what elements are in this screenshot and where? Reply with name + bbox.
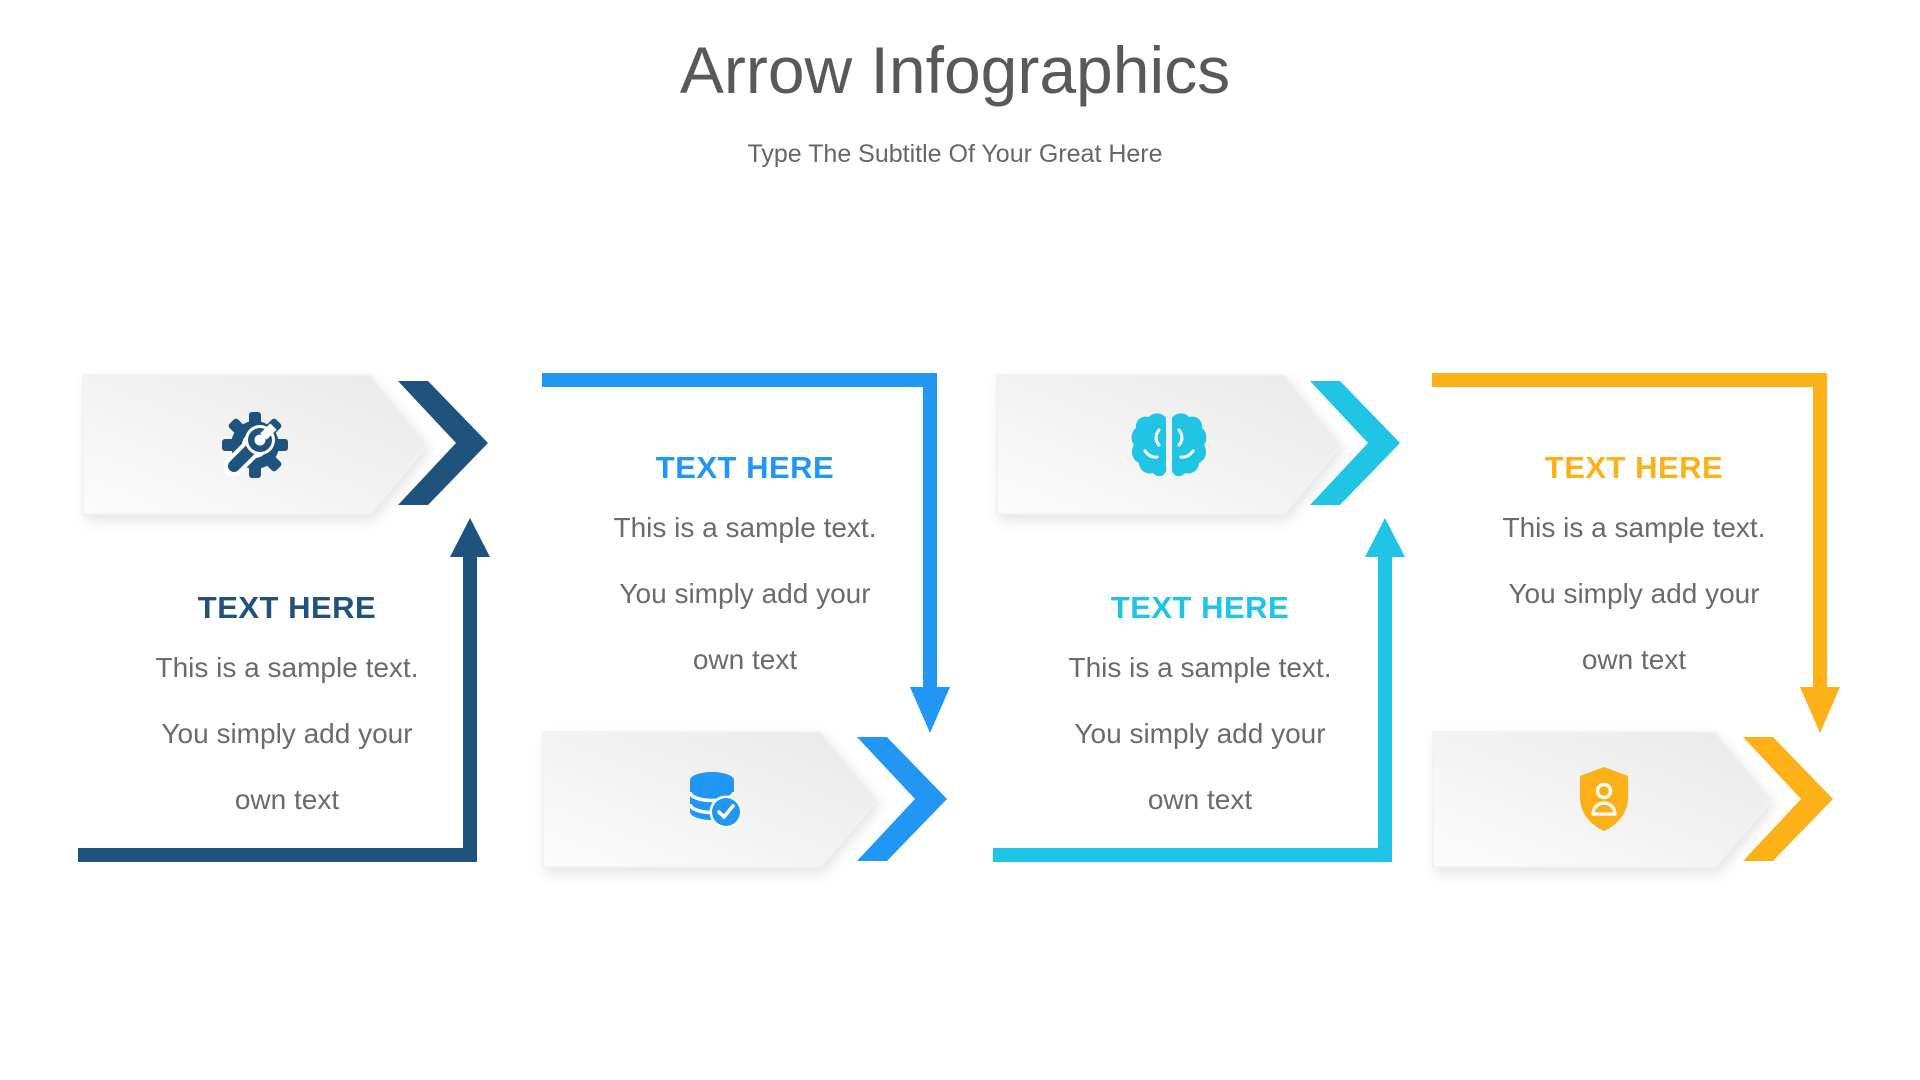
- body-line: You simply add your: [1074, 718, 1326, 749]
- body-line: This is a sample text.: [613, 512, 877, 543]
- chevron-right-icon: [1743, 737, 1833, 861]
- item-3-graphics: [993, 374, 1405, 862]
- page-title: Arrow Infographics: [679, 33, 1231, 107]
- item-4-body: This is a sample text. You simply add yo…: [1503, 495, 1766, 693]
- item-2-graphics: [542, 373, 950, 868]
- connector-line: [1432, 373, 1827, 387]
- connector-line: [78, 848, 477, 862]
- item-1-text-block: TEXT HERE This is a sample text. You sim…: [156, 590, 419, 833]
- body-line: own text: [234, 784, 340, 815]
- connector-line: [993, 848, 1392, 862]
- connector-line: [1378, 553, 1392, 862]
- item-4-text-block: TEXT HERE This is a sample text. You sim…: [1503, 450, 1766, 693]
- item-4-graphics: [1432, 373, 1840, 868]
- arrow-down-icon: [910, 687, 950, 733]
- item-3-text-block: TEXT HERE This is a sample text. You sim…: [1069, 590, 1332, 833]
- connector-line: [542, 373, 937, 387]
- connector-line: [923, 373, 937, 687]
- body-line: You simply add your: [619, 578, 871, 609]
- connector-line: [1813, 373, 1827, 687]
- body-line: You simply add your: [1508, 578, 1760, 609]
- item-2-body: This is a sample text. You simply add yo…: [614, 495, 877, 693]
- body-line: This is a sample text.: [155, 652, 419, 683]
- chevron-right-icon: [398, 381, 488, 505]
- item-3-body: This is a sample text. You simply add yo…: [1069, 635, 1332, 833]
- item-1-heading: TEXT HERE: [197, 590, 377, 625]
- banner-shape: [996, 374, 1343, 515]
- body-line: This is a sample text.: [1068, 652, 1332, 683]
- brain-icon: [1131, 413, 1207, 477]
- body-line: own text: [692, 644, 798, 675]
- item-2-heading: TEXT HERE: [655, 450, 835, 485]
- chevron-right-icon: [1310, 381, 1400, 505]
- item-3-heading: TEXT HERE: [1110, 590, 1290, 625]
- database-check-icon: [688, 772, 743, 829]
- body-line: This is a sample text.: [1502, 512, 1766, 543]
- body-line: You simply add your: [161, 718, 413, 749]
- item-1-graphics: [78, 374, 490, 862]
- arrow-up-icon: [450, 518, 490, 557]
- arrow-down-icon: [1800, 687, 1840, 733]
- gear-wrench-icon: [222, 412, 288, 478]
- page-subtitle: Type The Subtitle Of Your Great Here: [747, 140, 1163, 168]
- item-2-text-block: TEXT HERE This is a sample text. You sim…: [614, 450, 877, 693]
- item-4-heading: TEXT HERE: [1544, 450, 1724, 485]
- connector-line: [463, 553, 477, 862]
- body-line: own text: [1581, 644, 1687, 675]
- body-line: own text: [1147, 784, 1253, 815]
- arrow-up-icon: [1365, 518, 1405, 557]
- item-1-body: This is a sample text. You simply add yo…: [156, 635, 419, 833]
- chevron-right-icon: [857, 737, 947, 861]
- shield-user-icon: [1580, 767, 1628, 831]
